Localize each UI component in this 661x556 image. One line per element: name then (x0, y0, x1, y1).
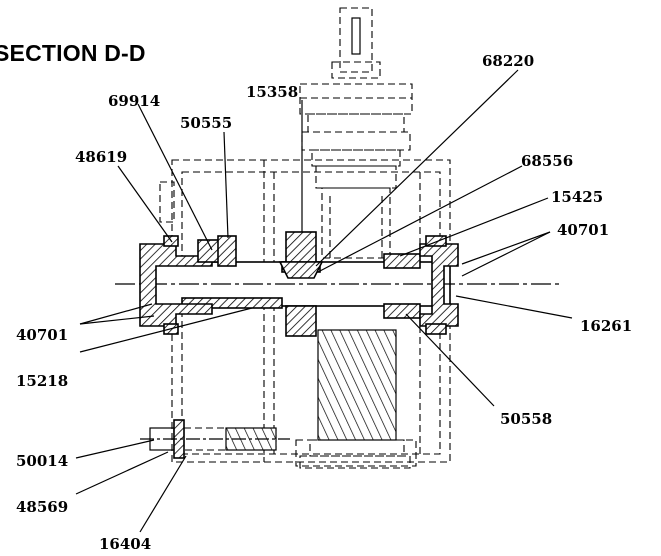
bolt-assembly (140, 419, 290, 459)
callout-16404: 16404 (99, 535, 152, 553)
callout-48619: 48619 (75, 148, 128, 166)
main-shaft (115, 261, 560, 309)
callout-50555: 50555 (180, 114, 233, 132)
left-end-fitting (139, 235, 237, 335)
callout-50558: 50558 (500, 410, 553, 428)
callout-15425: 15425 (551, 188, 604, 206)
middle-fittings (278, 231, 324, 337)
callout-48569: 48569 (16, 498, 69, 516)
callout-68556: 68556 (521, 152, 574, 170)
threaded-stem (299, 329, 411, 469)
callout-68220: 68220 (482, 52, 535, 70)
callout-40701-left: 40701 (16, 326, 69, 344)
right-end-fitting (383, 235, 459, 335)
callout-50014: 50014 (16, 452, 69, 470)
leader-lines (75, 69, 573, 533)
section-title: SECTION D-D (0, 40, 146, 66)
callout-40701-right: 40701 (557, 221, 610, 239)
callout-16261: 16261 (580, 317, 633, 335)
valve-stem-assembly (299, 7, 413, 259)
callout-15358: 15358 (246, 83, 299, 101)
callout-15218: 15218 (16, 372, 69, 390)
callout-69914: 69914 (108, 92, 161, 110)
